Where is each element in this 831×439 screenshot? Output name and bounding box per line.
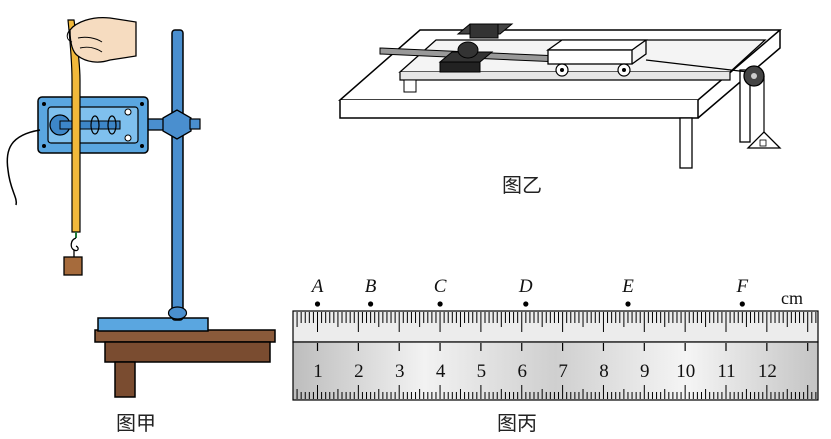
- tape-strip: [292, 310, 819, 343]
- ruler-number-7: 7: [558, 361, 568, 382]
- point-F: [739, 301, 745, 307]
- caption-fig-a: 图甲: [116, 411, 156, 435]
- ruler-number-10: 10: [676, 361, 695, 382]
- ruler-number-11: 11: [717, 361, 735, 382]
- point-A: [314, 301, 321, 307]
- ruler-unit: cm: [781, 288, 803, 308]
- stand-pole: [167, 29, 188, 321]
- ruler-number-4: 4: [436, 361, 446, 382]
- lab-table: [94, 329, 276, 398]
- figure-b: 图乙: [338, 23, 783, 197]
- power-cord: [6, 129, 41, 206]
- ruler-number-6: 6: [518, 361, 528, 382]
- ruler-ticks: [296, 312, 817, 399]
- point-label-A: A: [310, 276, 324, 297]
- ruler-number-12: 12: [758, 361, 777, 382]
- pulley: [743, 65, 765, 132]
- point-B: [368, 301, 374, 307]
- hand: [66, 16, 137, 63]
- cart: [545, 39, 649, 77]
- point-C: [437, 301, 443, 307]
- point-label-E: E: [621, 276, 634, 297]
- ruler-number-2: 2: [354, 361, 364, 382]
- ruler-number-8: 8: [599, 361, 609, 382]
- stand-base: [97, 317, 209, 332]
- point-label-C: C: [434, 276, 447, 297]
- stand-clamp: [144, 109, 201, 140]
- caption-fig-c: 图丙: [497, 411, 537, 435]
- ruler-number-3: 3: [395, 361, 405, 382]
- point-label-B: B: [365, 276, 377, 297]
- ruler-number-9: 9: [640, 361, 650, 382]
- caption-fig-b: 图乙: [502, 173, 542, 197]
- hanging-weight: [63, 232, 83, 276]
- ruler-number-5: 5: [477, 361, 487, 382]
- tape-points: A B C D E F: [310, 276, 748, 307]
- point-D: [523, 301, 529, 307]
- point-E: [625, 301, 631, 307]
- ruler-number-1: 1: [313, 361, 323, 382]
- track-timer: [438, 23, 514, 73]
- point-label-D: D: [518, 276, 533, 297]
- point-label-F: F: [735, 276, 748, 297]
- ruler-body: [292, 341, 819, 401]
- figure-a: 图甲: [6, 16, 276, 435]
- dotting-timer: [37, 96, 149, 154]
